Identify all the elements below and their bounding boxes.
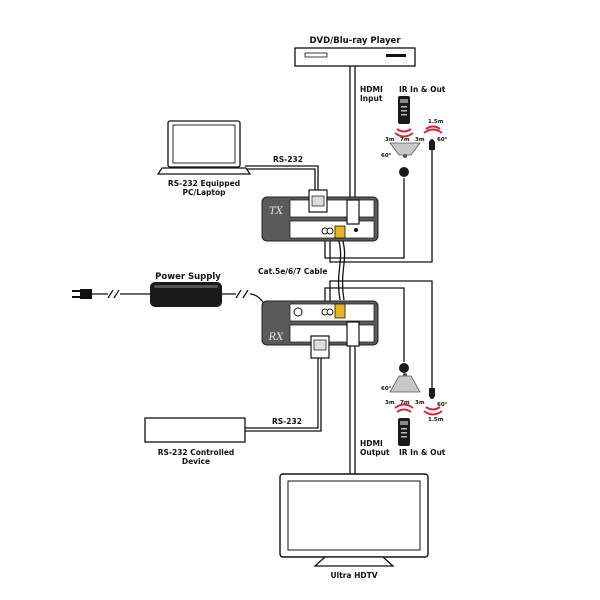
ir-bottom-1-5m: 1.5m (428, 417, 444, 423)
cables (92, 64, 433, 478)
ir-wave-bottom-right-icon (423, 406, 443, 416)
hdmi-output-label-line1: HDMI (360, 439, 383, 448)
dvd-player-label: DVD/Blu-ray Player (309, 36, 401, 46)
controlled-device-label-line2: Device (182, 457, 210, 466)
laptop-label-line1: RS-232 Equipped (168, 179, 240, 188)
ir-wave-top-left-icon (394, 128, 414, 138)
hdmi-input-label-line1: HDMI (360, 85, 383, 94)
ir-top-cable-a (324, 178, 405, 259)
cat-cable-label: Cat.5e/6/7 Cable (258, 267, 327, 276)
ir-wave-bottom-left-icon (394, 403, 414, 413)
tx-label: TX (269, 206, 284, 217)
rs232-top-cable (245, 165, 319, 190)
ir-bottom-cable-b (329, 280, 433, 396)
ir-sensor-top-icon (399, 167, 409, 177)
ir-top-7m: 7m (400, 137, 410, 143)
rs232-bottom-label: RS-232 (272, 417, 302, 426)
controlled-device-label-line1: RS-232 Controlled (158, 448, 235, 457)
ir-top-60-right: 60° (437, 137, 448, 143)
power-break-marks (107, 289, 249, 299)
remote-control-top-icon (398, 96, 410, 124)
cat-cable (337, 237, 346, 301)
controlled-device (144, 417, 246, 443)
ir-wave-top-right-icon (423, 125, 443, 134)
remote-control-bottom-icon (398, 418, 410, 446)
hdmi-output-label-line2: Output (360, 448, 390, 457)
rs232-top-label: RS-232 (273, 155, 303, 164)
ir-bottom-3m-right: 3m (415, 400, 425, 406)
laptop-label-line2: PC/Laptop (182, 188, 226, 197)
ir-top-label: IR In & Out (399, 85, 446, 94)
ir-bottom-label: IR In & Out (399, 448, 446, 457)
ir-emitter-bottom-icon (429, 388, 435, 399)
ir-emitter-top-icon (429, 139, 435, 150)
hdmi-input-cable (349, 64, 356, 200)
rx-label: RX (268, 332, 285, 343)
ir-bottom-7m: 7m (400, 400, 410, 406)
ir-receiver-cone-bottom-icon (389, 373, 421, 393)
tx-unit (261, 189, 379, 242)
rx-unit (261, 300, 379, 359)
ir-sensor-bottom-icon (399, 363, 409, 373)
power-supply-label: Power Supply (155, 272, 221, 282)
ir-bottom-3m-left: 3m (385, 400, 395, 406)
dvd-player (294, 47, 416, 67)
hdmi-input-label-line2: Input (360, 94, 383, 103)
ir-top-1-5m: 1.5m (428, 119, 444, 125)
ir-bottom-cable-a (324, 287, 405, 362)
tv-label: Ultra HDTV (330, 571, 377, 580)
ir-top-3m-left: 3m (385, 137, 395, 143)
laptop-icon (156, 120, 252, 175)
ir-receiver-cone-top-icon (389, 142, 421, 158)
ir-top-60-left: 60° (381, 153, 392, 159)
ir-bottom-60-right: 60° (437, 402, 448, 408)
ir-bottom-60-left: 60° (381, 386, 392, 392)
ir-top-cable-b (329, 142, 433, 263)
power-adapter-icon (150, 282, 222, 307)
tv-icon (279, 473, 429, 567)
hdmi-output-cable (349, 345, 356, 478)
power-plug-icon (72, 289, 92, 299)
ir-top-3m-right: 3m (415, 137, 425, 143)
rs232-bottom-cable (245, 356, 322, 432)
